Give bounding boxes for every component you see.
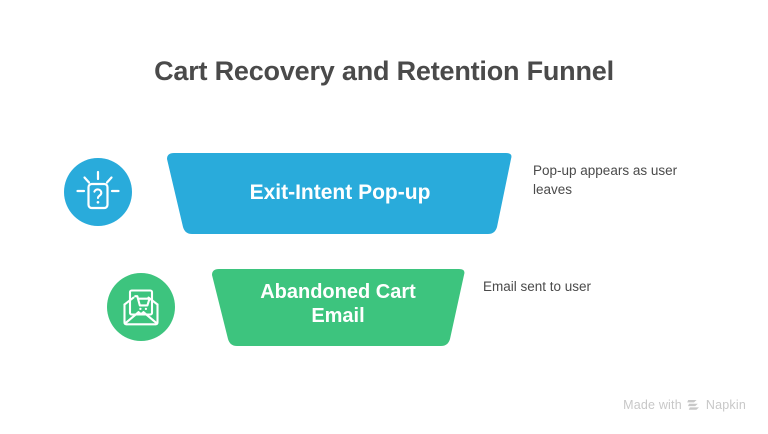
watermark: Made with Napkin [623, 398, 746, 412]
annotation-abandoned-cart-email: Email sent to user [483, 279, 592, 294]
annotation-exit-intent-popup: Pop-up appears as user leaves [533, 163, 678, 198]
napkin-logo-icon [687, 399, 699, 410]
watermark-brand: Napkin [705, 398, 746, 412]
funnel-band-exit-intent-popup[interactable] [160, 148, 520, 240]
watermark-prefix: Made with [623, 398, 682, 412]
funnel-band-abandoned-cart-email[interactable] [205, 264, 473, 352]
page-title: Cart Recovery and Retention Funnel [154, 56, 614, 86]
abandoned-cart-email-icon[interactable] [107, 273, 175, 341]
exit-intent-popup-icon[interactable] [64, 158, 132, 226]
